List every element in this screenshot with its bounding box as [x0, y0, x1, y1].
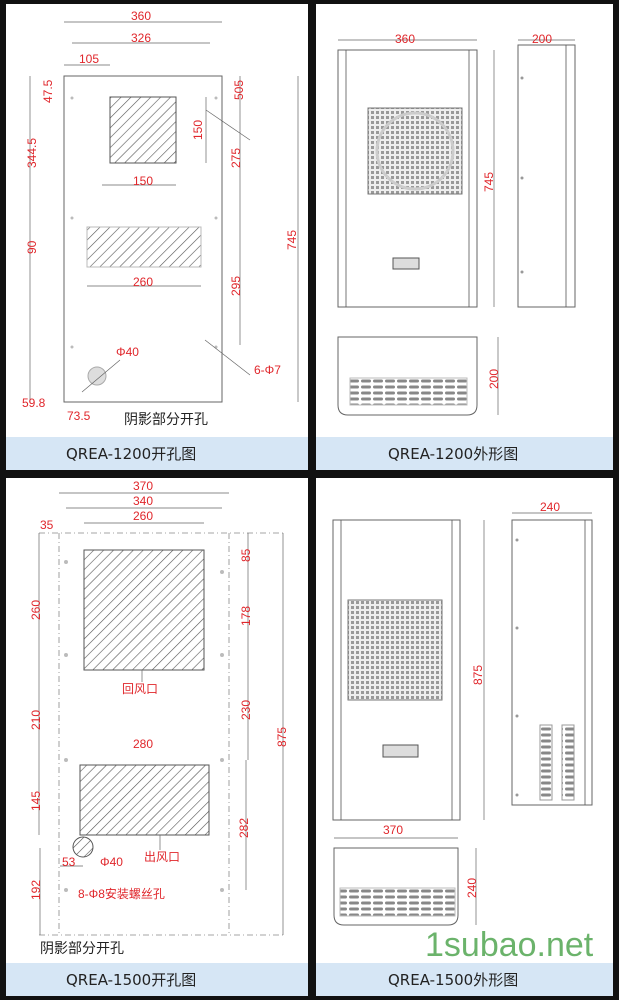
- return-air-cutout: [83, 549, 205, 671]
- caption-qrea1500-outline: QREA-1500外形图: [388, 971, 518, 989]
- dimension-label: 260: [133, 509, 153, 523]
- dimension-label: 344.5: [25, 138, 39, 168]
- dimension-label: 260: [133, 275, 153, 289]
- dimension-label: 260: [29, 600, 43, 620]
- dimension-label: 360: [131, 9, 151, 23]
- panel-qrea1200-outline: 360 200 745 200 QREA-1200外形图: [316, 4, 613, 470]
- dimension-label: 280: [133, 737, 153, 751]
- side-view: [517, 44, 576, 308]
- supply-air-cutout: [79, 764, 210, 836]
- dimension-label: 275: [229, 148, 243, 168]
- dimension-label: 295: [229, 276, 243, 296]
- dimension-label: 505: [232, 80, 246, 100]
- dimension-label: Φ40: [116, 345, 139, 359]
- dimension-label: 6-Φ7: [254, 363, 281, 377]
- dimension-label: 192: [29, 880, 43, 900]
- controller-display: [392, 257, 420, 270]
- dimension-label: 875: [275, 727, 289, 747]
- dimension-label: 150: [133, 174, 153, 188]
- caption-qrea1200-cutout: QREA-1200开孔图: [66, 445, 196, 463]
- dimension-label: 178: [239, 606, 253, 626]
- dimension-label: 47.5: [41, 79, 55, 103]
- dimension-label: 150: [191, 120, 205, 140]
- fan-grille: [347, 599, 443, 701]
- caption-bar: [6, 437, 308, 470]
- dimension-label: 370: [133, 479, 153, 493]
- watermark: 1subao.net: [425, 926, 594, 964]
- dimension-label: 出风口: [144, 850, 180, 864]
- dimension-label: 745: [285, 230, 299, 250]
- dimension-label: 210: [29, 710, 43, 730]
- caption-qrea1200-outline: QREA-1200外形图: [388, 445, 518, 463]
- panel-qrea1200-cutout: 360 326 105 47.5 505 344.5 150 150 275 9…: [6, 4, 308, 470]
- dimension-label: 370: [383, 823, 403, 837]
- hatched-cutout-bottom: [86, 226, 202, 268]
- dimension-label: 282: [237, 818, 251, 838]
- controller-display: [382, 744, 419, 758]
- dimension-label: 35: [40, 518, 54, 532]
- dimension-label: 90: [25, 240, 39, 254]
- dimension-label: 105: [79, 52, 99, 66]
- dimension-label: 59.8: [22, 396, 46, 410]
- shaded-area-note: 阴影部分开孔: [124, 412, 208, 428]
- dimension-label: 240: [540, 500, 560, 514]
- dimension-label: 85: [239, 548, 253, 562]
- dimension-label: 53: [62, 855, 76, 869]
- dimension-label: 145: [29, 791, 43, 811]
- dimension-label: Φ40: [100, 855, 123, 869]
- dimension-label: 回风口: [122, 682, 158, 696]
- panel-qrea1500-cutout: 370 340 260 35 85 260 178 回风口 210 230 87…: [6, 478, 308, 996]
- cable-hole: [72, 836, 94, 858]
- dimension-label: 8-Φ8安装螺丝孔: [78, 886, 165, 901]
- dimension-label: 200: [487, 369, 501, 389]
- dimension-label: 230: [239, 700, 253, 720]
- dimension-label: 340: [133, 494, 153, 508]
- dimension-label: 745: [482, 172, 496, 192]
- dimension-label: 360: [395, 32, 415, 46]
- dimension-label: 875: [471, 665, 485, 685]
- dimension-label: 200: [532, 32, 552, 46]
- dimension-label: 240: [465, 878, 479, 898]
- panel-qrea1500-outline: 240 875 370 240 QREA-1500外形图: [316, 478, 613, 996]
- caption-qrea1500-cutout: QREA-1500开孔图: [66, 971, 196, 989]
- hatched-cutout-top: [109, 96, 177, 164]
- cable-hole: [87, 366, 107, 386]
- fan-grille: [367, 107, 463, 195]
- shaded-area-note: 阴影部分开孔: [40, 941, 124, 957]
- dimension-label: 73.5: [67, 409, 91, 423]
- dimension-label: 326: [131, 31, 151, 45]
